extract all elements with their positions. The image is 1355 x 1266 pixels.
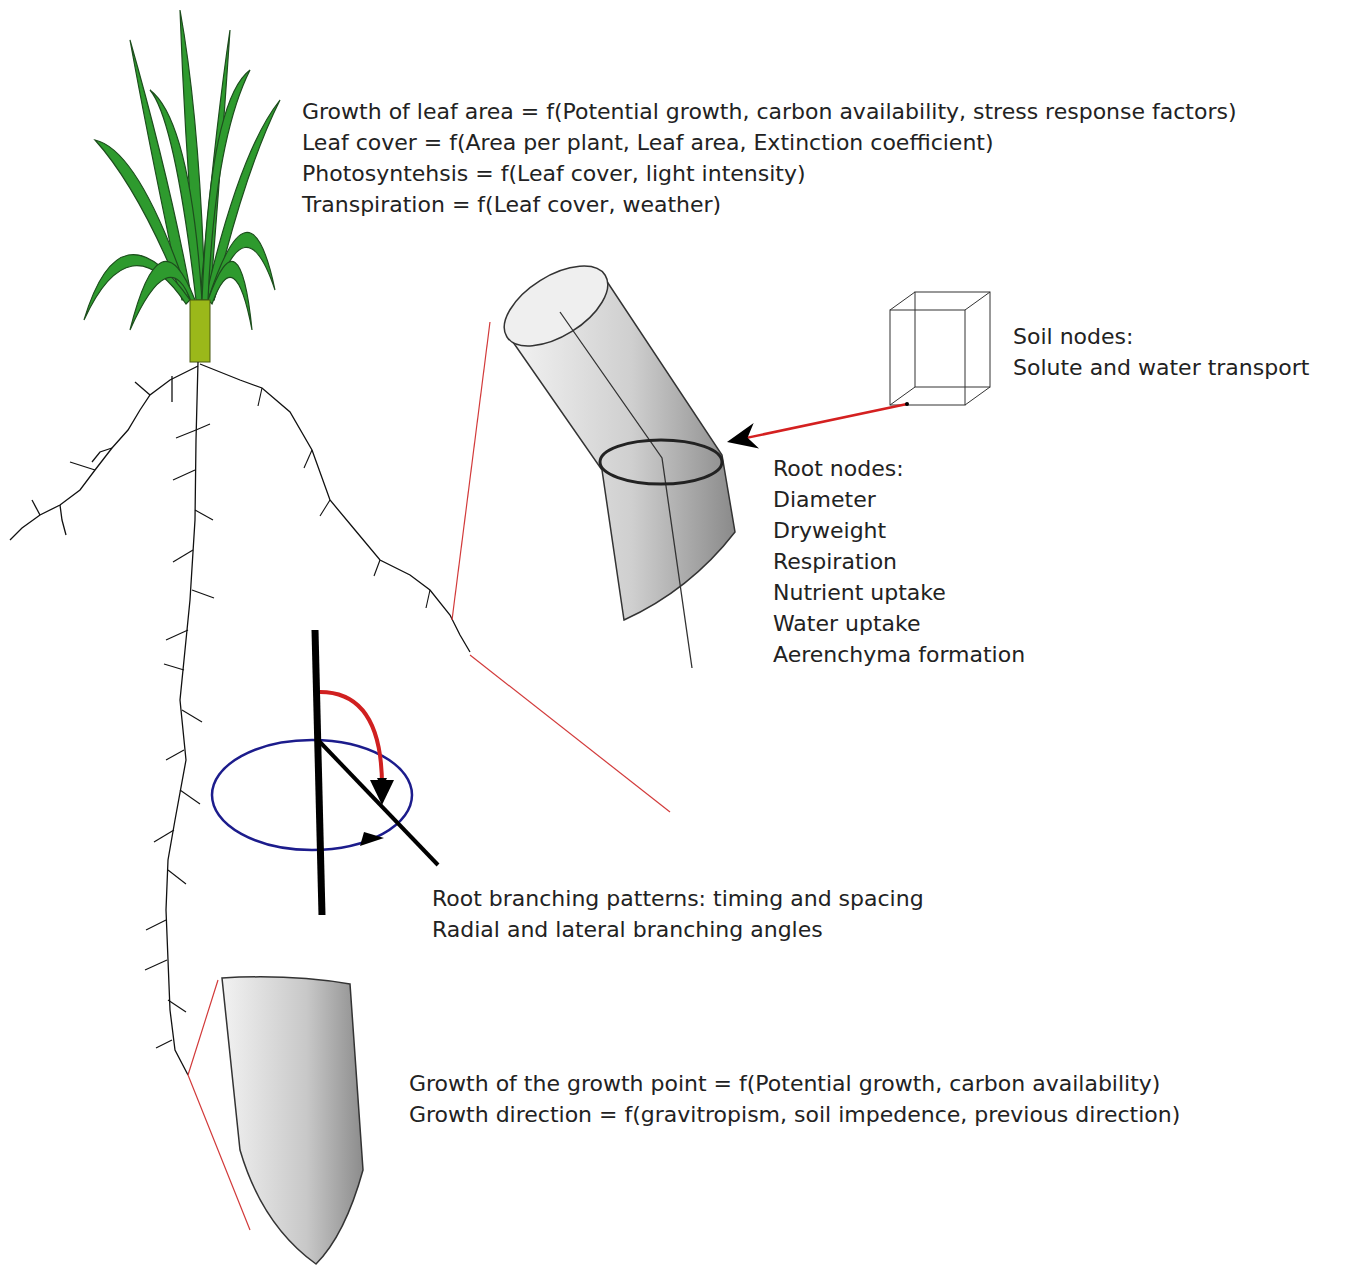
node-heading: Soil nodes: (1013, 324, 1133, 350)
uptake-arrow (727, 402, 909, 449)
lateral-roots (145, 388, 430, 1048)
soil-cube (890, 292, 990, 405)
node-item: Diameter (773, 487, 876, 513)
leaf-equation: Transpiration = f(Leaf cover, weather) (302, 192, 721, 218)
root-system (10, 362, 470, 1075)
leaf-equation: Photosyntehsis = f(Leaf cover, light int… (302, 161, 806, 187)
branching-angle-symbol (212, 630, 438, 915)
node-item: Solute and water transport (1013, 355, 1309, 381)
root-tip (222, 977, 363, 1264)
stem (190, 300, 210, 362)
node-item: Dryweight (773, 518, 886, 544)
soil-node: Soil nodes:Solute and water transport (888, 290, 992, 408)
node-item: Water uptake (773, 611, 921, 637)
branching-note: Root branching patterns: timing and spac… (432, 886, 924, 912)
leaf-equation: Leaf cover = f(Area per plant, Leaf area… (302, 130, 994, 156)
leaves (84, 10, 280, 330)
node-item: Aerenchyma formation (773, 642, 1025, 668)
node-item: Respiration (773, 549, 897, 575)
leaf-equation: Growth of leaf area = f(Potential growth… (302, 99, 1237, 125)
root-segment (491, 250, 735, 668)
branching-note: Radial and lateral branching angles (432, 917, 823, 943)
node-item: Nutrient uptake (773, 580, 946, 606)
growth-equation: Growth of the growth point = f(Potential… (409, 1071, 1160, 1097)
growth-equation: Growth direction = f(gravitropism, soil … (409, 1102, 1180, 1128)
node-heading: Root nodes: (773, 456, 904, 482)
root-node: Root nodes:DiameterDryweightRespirationN… (500, 268, 745, 668)
